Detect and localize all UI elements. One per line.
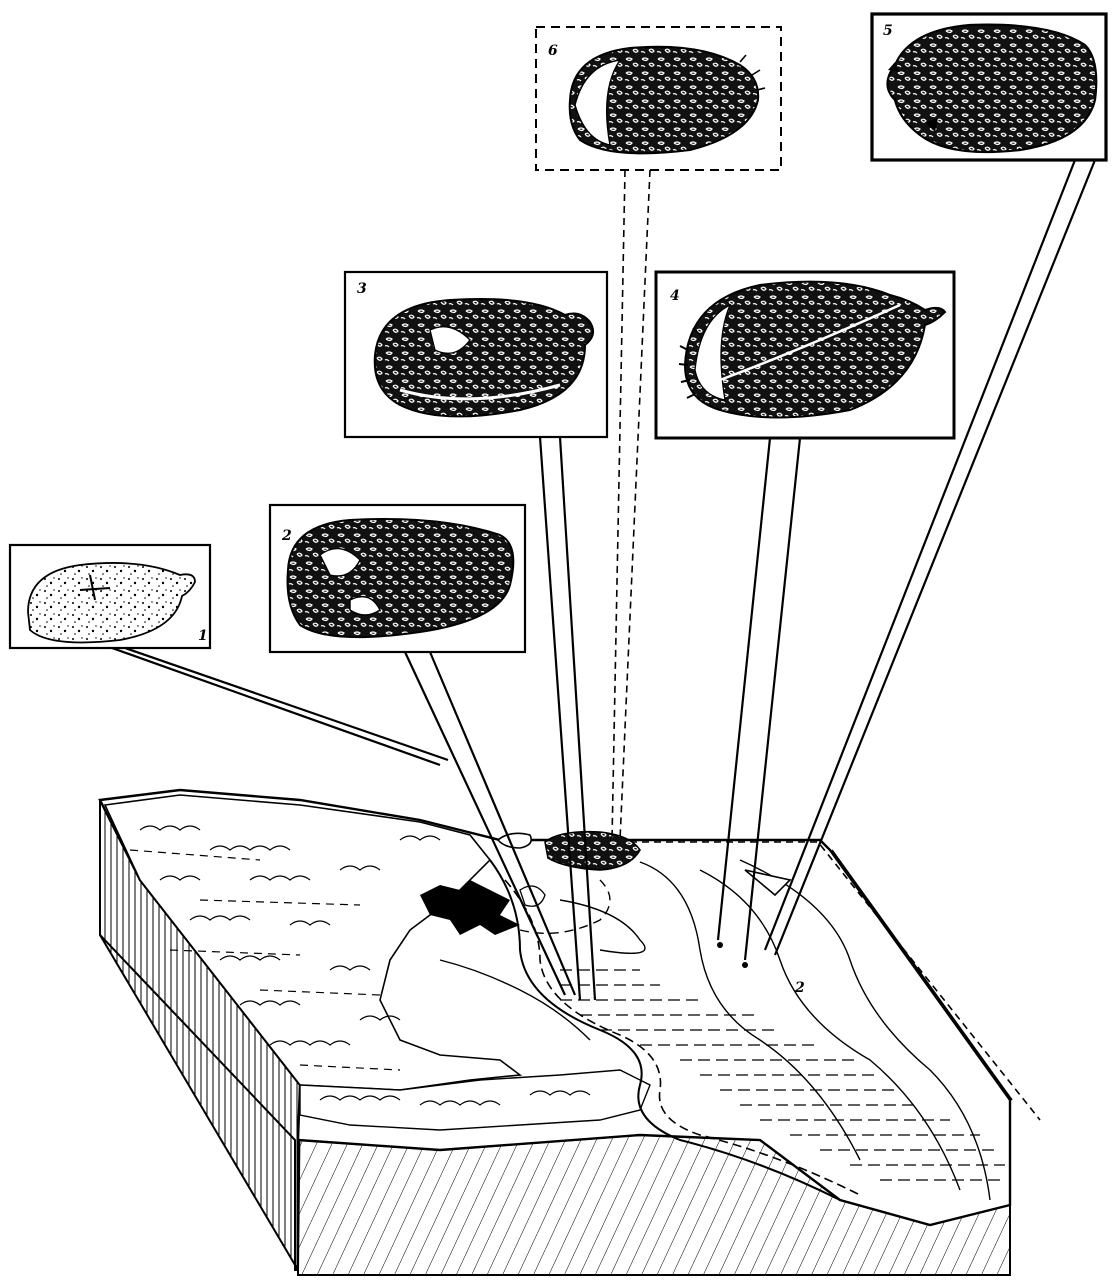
specimen-number-1: 1 <box>198 628 208 644</box>
site-2-marker: 2 <box>794 980 805 996</box>
specimen-panel-5: 5 <box>872 14 1106 160</box>
specimen-number-4: 4 <box>670 288 680 304</box>
specimen-panel-4: 4 <box>656 272 954 438</box>
specimen-number-2: 2 <box>281 528 292 544</box>
specimen-panel-1: 1 <box>10 545 210 648</box>
specimen-number-3: 3 <box>357 281 367 297</box>
specimen-number-5: 5 <box>883 23 893 39</box>
specimen-panel-6: 6 <box>536 27 781 170</box>
specimen-panel-3: 3 <box>345 272 607 437</box>
site-dot-4 <box>717 942 723 948</box>
specimen-number-6: 6 <box>548 43 558 59</box>
site-dot-5 <box>742 962 748 968</box>
ostracod-shell-5 <box>888 25 1097 152</box>
specimen-panel-2: 2 <box>270 505 525 652</box>
